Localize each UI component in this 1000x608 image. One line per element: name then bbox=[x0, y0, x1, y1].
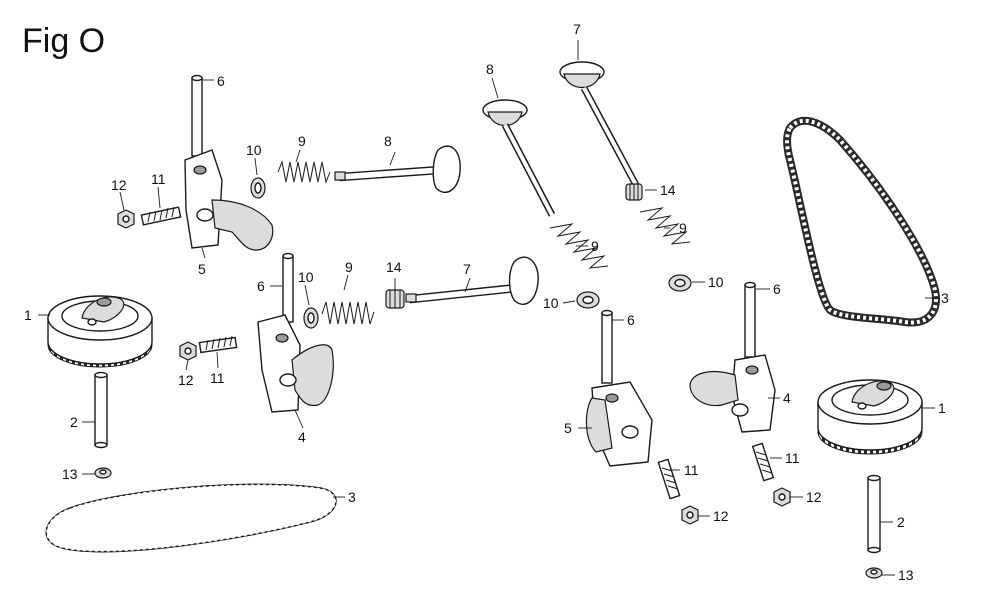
adjuster-screw-center bbox=[657, 458, 681, 500]
callout-7: 7 bbox=[573, 21, 581, 37]
callout-3: 3 bbox=[348, 489, 356, 505]
spring-retainer-center bbox=[576, 291, 600, 309]
callout-2: 2 bbox=[70, 414, 78, 430]
adjuster-screw-right bbox=[751, 442, 775, 482]
pulley-shaft-right bbox=[867, 474, 881, 554]
callout-5: 5 bbox=[198, 261, 206, 277]
stem-seal-mid bbox=[385, 289, 405, 309]
callout-6: 6 bbox=[627, 312, 635, 328]
valve-spring-mid-left bbox=[321, 301, 375, 325]
rocker-arm-upper-left bbox=[184, 149, 274, 251]
callout-6: 6 bbox=[217, 73, 225, 89]
callout-12: 12 bbox=[178, 372, 194, 388]
callout-1: 1 bbox=[938, 400, 946, 416]
callout-10: 10 bbox=[298, 269, 314, 285]
lock-nut-upper-left bbox=[117, 209, 135, 229]
callout-12: 12 bbox=[713, 508, 729, 524]
valve-horizontal-upper bbox=[334, 145, 461, 193]
callout-14: 14 bbox=[660, 182, 676, 198]
adjuster-screw-upper-left bbox=[140, 206, 182, 226]
timing-belt-right bbox=[783, 116, 940, 327]
washer-left bbox=[94, 467, 112, 479]
callout-13: 13 bbox=[62, 466, 78, 482]
callout-11: 11 bbox=[684, 462, 699, 478]
callout-2: 2 bbox=[897, 514, 905, 530]
callout-4: 4 bbox=[298, 429, 306, 445]
callout-1: 1 bbox=[24, 307, 32, 323]
washer-right bbox=[865, 567, 883, 579]
callout-6: 6 bbox=[257, 278, 265, 294]
callout-9: 9 bbox=[298, 133, 306, 149]
spring-retainer-right bbox=[668, 274, 692, 292]
callout-6: 6 bbox=[773, 281, 781, 297]
callout-13: 13 bbox=[898, 567, 914, 583]
callout-9: 9 bbox=[345, 259, 353, 275]
spring-retainer-mid-left bbox=[303, 307, 319, 329]
callout-12: 12 bbox=[111, 177, 127, 193]
valve-diagonal-left bbox=[482, 99, 556, 217]
valve-diagonal-right bbox=[559, 61, 640, 187]
adjuster-screw-mid-left bbox=[198, 335, 238, 354]
callout-7: 7 bbox=[463, 261, 471, 277]
callout-3: 3 bbox=[941, 290, 949, 306]
rocker-arm-center bbox=[585, 381, 653, 467]
camshaft-pulley-right bbox=[817, 379, 923, 455]
callout-10: 10 bbox=[246, 142, 262, 158]
callout-8: 8 bbox=[486, 61, 494, 77]
callout-11: 11 bbox=[151, 171, 166, 187]
callout-12: 12 bbox=[806, 489, 822, 505]
pin-upper-left bbox=[191, 74, 203, 157]
pin-center bbox=[601, 309, 613, 384]
callout-9: 9 bbox=[679, 220, 687, 236]
callout-10: 10 bbox=[543, 295, 559, 311]
stem-seal-upper bbox=[625, 183, 643, 201]
lock-nut-mid-left bbox=[179, 341, 197, 361]
pin-right bbox=[744, 281, 756, 358]
callout-14: 14 bbox=[386, 259, 402, 275]
lock-nut-center bbox=[681, 505, 699, 525]
callout-9: 9 bbox=[591, 238, 599, 254]
rocker-arm-mid-left bbox=[257, 314, 334, 413]
callout-8: 8 bbox=[384, 133, 392, 149]
valve-horizontal-mid bbox=[405, 256, 539, 305]
callout-labels: 1 1 2 2 3 3 4 4 5 5 6 6 6 6 7 7 8 8 9 9 … bbox=[24, 21, 949, 583]
callout-5: 5 bbox=[564, 420, 572, 436]
callout-4: 4 bbox=[783, 390, 791, 406]
camshaft-pulley-left bbox=[47, 295, 153, 368]
valve-spring-diagonal-right bbox=[639, 207, 691, 245]
pin-mid-left bbox=[282, 252, 294, 323]
callout-11: 11 bbox=[210, 370, 225, 386]
leader-lines bbox=[38, 40, 938, 576]
spring-retainer-upper-left bbox=[250, 177, 266, 199]
rocker-arm-right bbox=[689, 354, 776, 433]
callout-11: 11 bbox=[785, 450, 800, 466]
lock-nut-right bbox=[773, 487, 791, 507]
timing-belt-left bbox=[45, 483, 337, 553]
figure-title: Fig O bbox=[22, 22, 106, 60]
valve-spring-upper-left bbox=[277, 160, 331, 184]
callout-10: 10 bbox=[708, 274, 724, 290]
pulley-shaft-left bbox=[94, 371, 108, 449]
